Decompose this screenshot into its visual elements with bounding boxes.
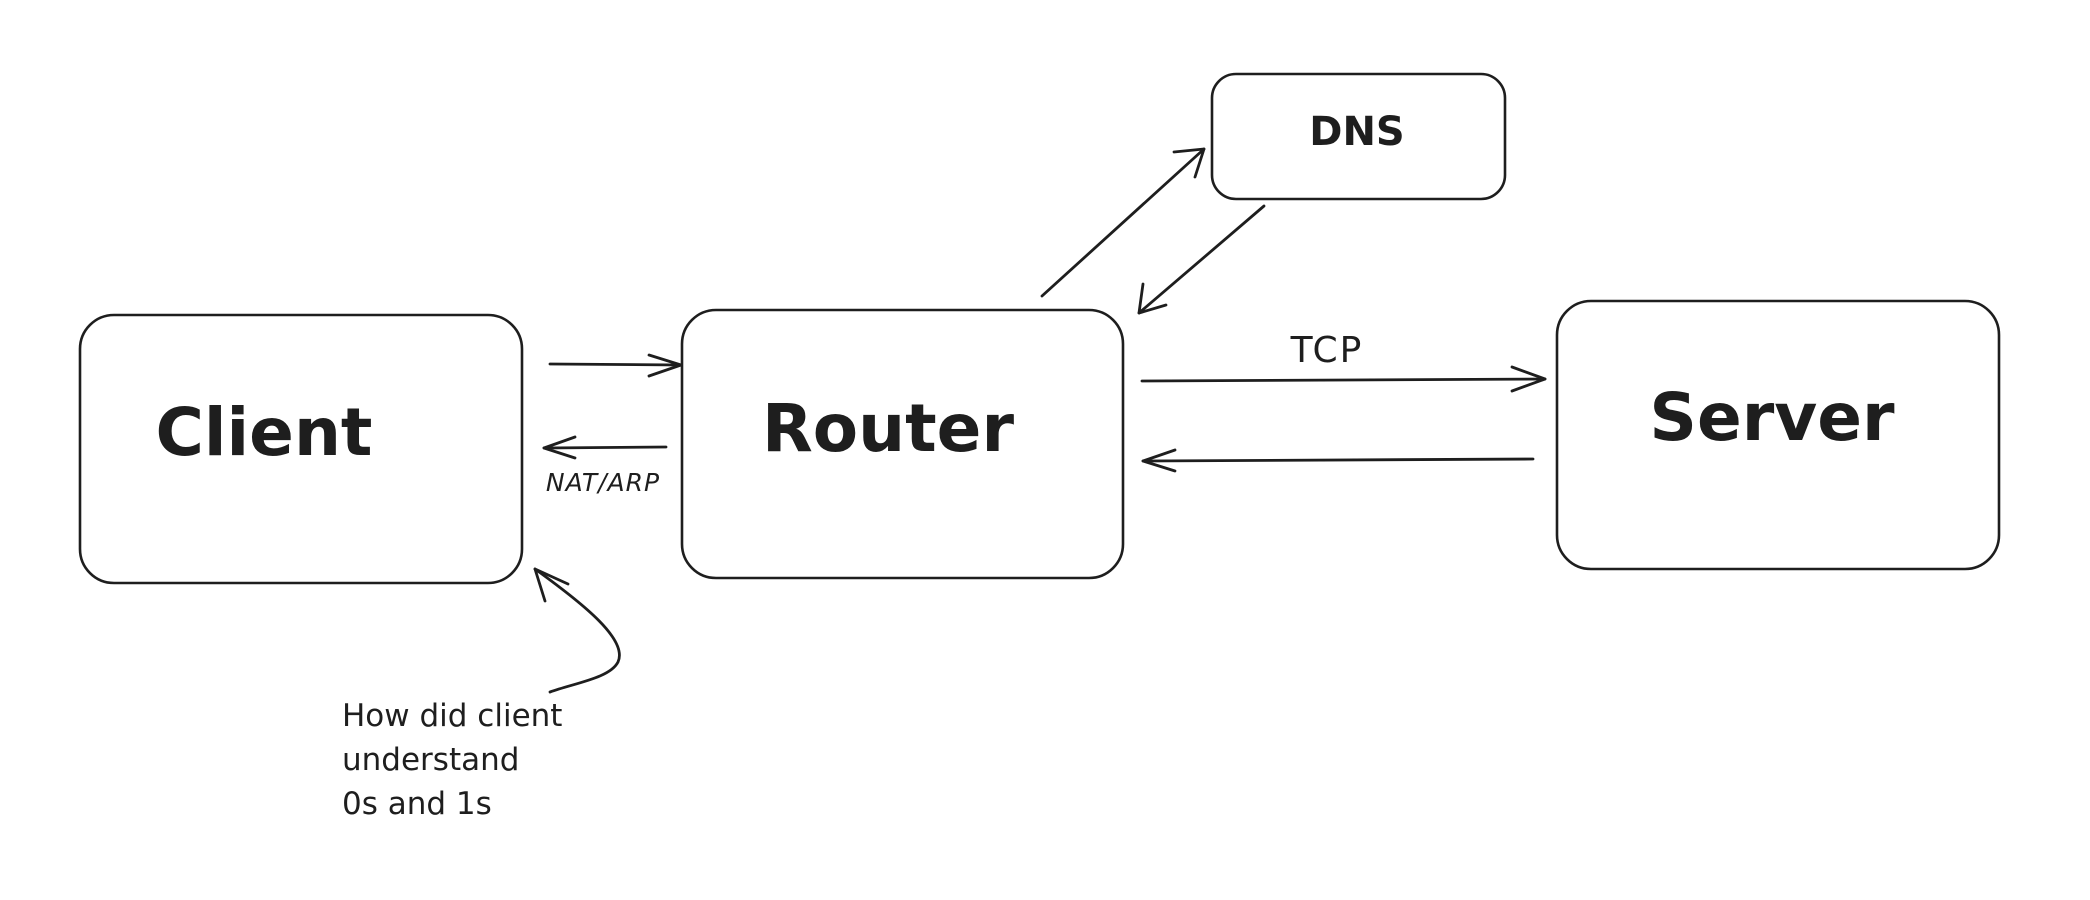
node-dns-box bbox=[1210, 72, 1507, 201]
edge-dns-to-router[interactable] bbox=[1137, 204, 1266, 315]
edge-router-to-client-arrowhead bbox=[542, 435, 577, 460]
edge-note-to-client[interactable] bbox=[533, 567, 621, 694]
node-router-box bbox=[680, 308, 1125, 580]
annotation-note-line-3: 0s and 1s bbox=[342, 786, 492, 822]
edge-router-to-client-label: NAT/ARP bbox=[546, 468, 660, 497]
edge-router-to-server-arrowhead bbox=[1510, 365, 1547, 393]
edge-client-to-router-arrowhead bbox=[647, 353, 683, 378]
node-server-box bbox=[1555, 299, 2001, 571]
node-router[interactable]: Router bbox=[680, 308, 1125, 580]
edge-server-to-router-arrowhead bbox=[1141, 448, 1177, 473]
edge-client-to-router-line bbox=[548, 362, 683, 367]
edge-client-to-router[interactable] bbox=[548, 353, 683, 378]
node-server[interactable]: Server bbox=[1555, 299, 2001, 571]
edge-router-to-client-line bbox=[542, 445, 668, 450]
annotation-note-line-2: understand bbox=[342, 742, 519, 778]
edge-router-to-server-line bbox=[1140, 377, 1547, 383]
edge-dns-to-router-arrowhead bbox=[1137, 282, 1168, 315]
edge-server-to-router[interactable] bbox=[1141, 448, 1535, 473]
edge-router-to-server-label: TCP bbox=[1290, 330, 1364, 371]
node-router-label: Router bbox=[762, 390, 1014, 467]
edge-router-to-dns-line bbox=[1040, 147, 1206, 298]
edge-router-to-dns-arrowhead bbox=[1172, 147, 1206, 179]
edge-router-to-dns[interactable] bbox=[1040, 147, 1206, 298]
edge-router-to-client[interactable]: NAT/ARP bbox=[542, 435, 668, 497]
node-client-label: Client bbox=[156, 394, 373, 471]
node-dns[interactable]: DNS bbox=[1210, 72, 1507, 201]
annotation-note: How did client understand 0s and 1s bbox=[342, 698, 562, 822]
edge-server-to-router-line bbox=[1141, 457, 1535, 463]
edge-note-to-client-line bbox=[533, 567, 621, 694]
edge-router-to-server[interactable]: TCP bbox=[1140, 330, 1547, 393]
edge-dns-to-router-line bbox=[1137, 204, 1266, 315]
edge-note-to-client-arrowhead bbox=[533, 567, 570, 603]
annotation-note-line-1: How did client bbox=[342, 698, 562, 734]
node-dns-label: DNS bbox=[1309, 109, 1405, 155]
node-client-box bbox=[78, 313, 524, 585]
node-server-label: Server bbox=[1649, 379, 1895, 456]
node-client[interactable]: Client bbox=[78, 313, 524, 585]
